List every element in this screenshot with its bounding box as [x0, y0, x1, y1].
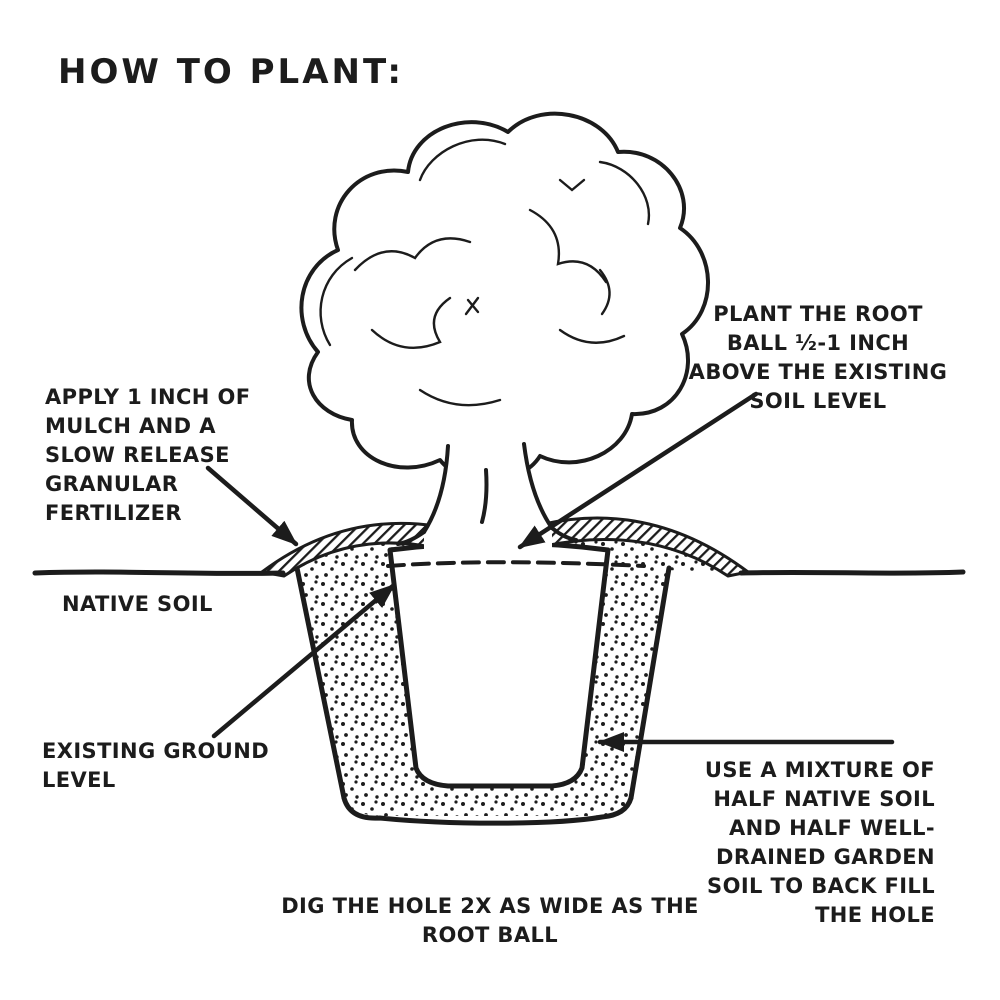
tree-canopy: [299, 111, 710, 483]
annotation-arrows: [205, 391, 895, 752]
existing-ground-dashed-line: [386, 560, 646, 568]
planting-hole: [294, 565, 672, 826]
arrow-existing-ground: [211, 582, 397, 739]
ground-line: [32, 569, 966, 576]
arrow-plant-root-ball: [517, 391, 759, 550]
label-plant-root-ball: PLANT THE ROOT BALL ½-1 INCH ABOVE THE E…: [688, 302, 948, 413]
label-dig-hole: DIG THE HOLE 2X AS WIDE AS THE ROOT BALL: [281, 894, 699, 947]
label-apply-mulch: APPLY 1 INCH OF MULCH AND A SLOW RELEASE…: [45, 385, 251, 525]
arrow-apply-mulch: [205, 465, 299, 547]
label-existing-ground: EXISTING GROUND LEVEL: [42, 739, 270, 792]
root-ball: [387, 540, 611, 789]
label-backfill-mixture: USE A MIXTURE OF HALF NATIVE SOIL AND HA…: [704, 758, 935, 927]
label-native-soil: NATIVE SOIL: [62, 592, 213, 616]
page-title: HOW TO PLANT:: [58, 52, 404, 92]
trunk: [396, 442, 578, 552]
